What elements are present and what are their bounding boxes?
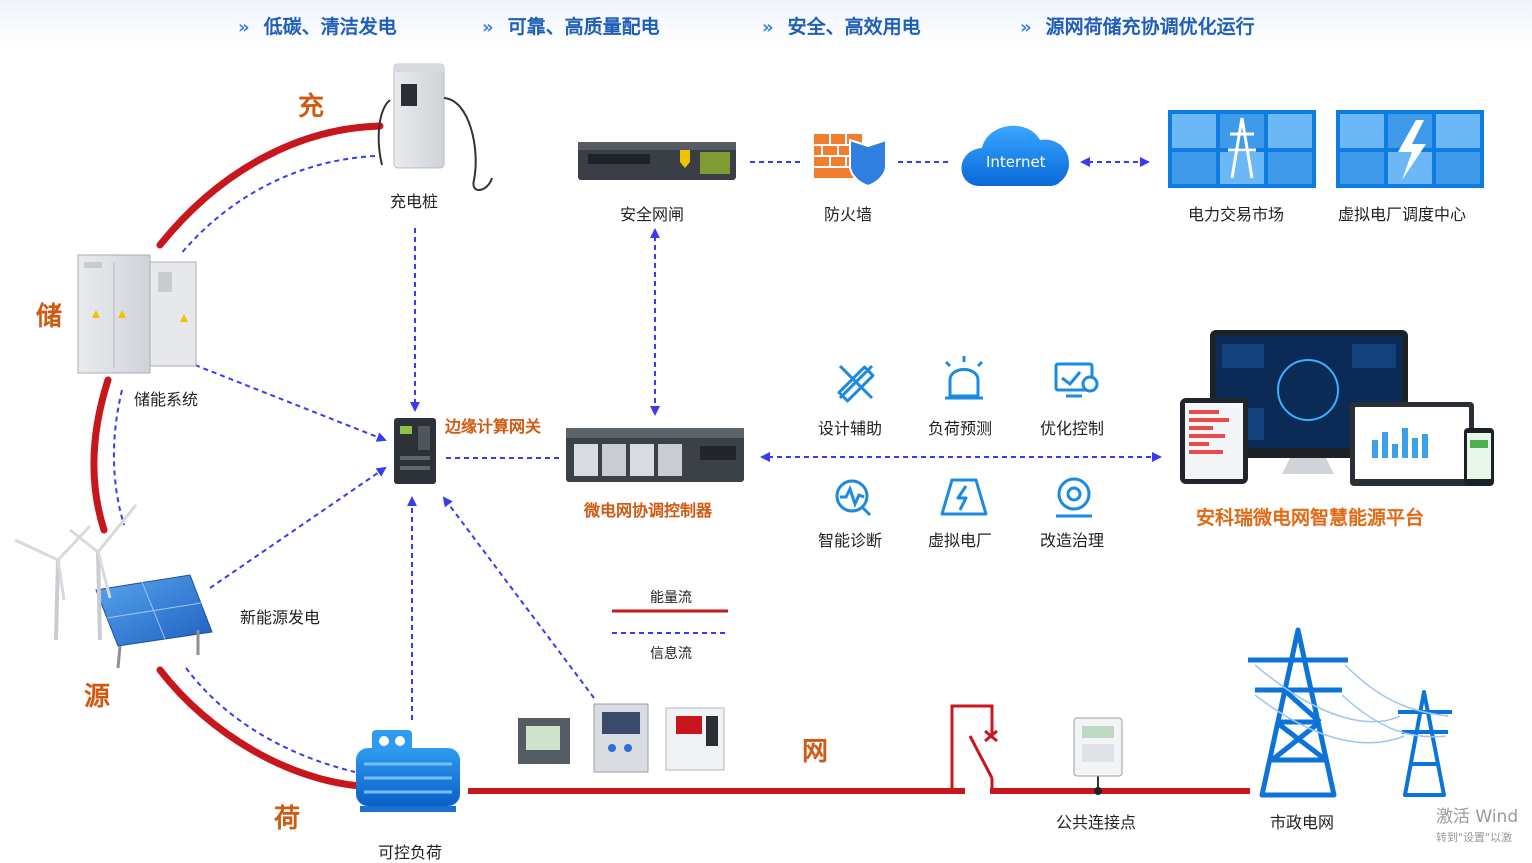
headline-item-3: » 安全、高效用电 (762, 12, 921, 38)
energy-line-charger-storage (156, 122, 384, 249)
label-charger: 充电桩 (390, 192, 439, 211)
function-label: 改造治理 (1040, 531, 1105, 550)
headline-item-1: » 低碳、清洁发电 (238, 12, 397, 38)
header-banner (0, 0, 1532, 46)
label-platform: 安科瑞微电网智慧能源平台 (1196, 507, 1425, 529)
energy-bus (468, 704, 1250, 794)
pcc-meter-icon (1073, 717, 1123, 777)
label-firewall: 防火墙 (824, 205, 873, 224)
microgrid-controller-icon (566, 428, 744, 482)
charging-pile-icon (377, 63, 493, 191)
label-pcc: 公共连接点 (1056, 813, 1137, 832)
char-chu: 储 (36, 302, 63, 332)
function-label: 设计辅助 (818, 419, 883, 438)
label-internet: Internet (986, 153, 1046, 171)
alarm-light-icon (944, 356, 984, 400)
label-controller: 微电网协调控制器 (584, 501, 713, 520)
function-label: 优化控制 (1040, 419, 1105, 438)
storage-cabinet-icon (77, 254, 197, 374)
diagnosis-wave-icon (835, 479, 872, 517)
label-grid: 市政电网 (1270, 813, 1335, 832)
platform-devices-icon (1180, 330, 1494, 486)
internet-cloud-icon (961, 125, 1070, 186)
label-renewable: 新能源发电 (240, 608, 321, 627)
char-chong: 充 (298, 92, 325, 122)
label-gateway-security: 安全网闸 (620, 205, 685, 224)
vpp-screen-icon (1336, 110, 1484, 188)
firewall-icon (814, 134, 887, 188)
activation-watermark: 激活 Wind (1436, 807, 1519, 827)
monitor-gear-icon (1054, 362, 1099, 398)
headline-text: 低碳、清洁发电 (263, 16, 397, 38)
chevron-right-icon: » (762, 17, 774, 38)
chevron-right-icon: » (482, 17, 494, 38)
char-he: 荷 (274, 804, 301, 834)
label-market: 电力交易市场 (1188, 205, 1285, 224)
energy-line-storage-renewable (90, 376, 112, 534)
function-label: 虚拟电厂 (928, 531, 993, 550)
info-arrows (194, 157, 1162, 720)
function-label: 智能诊断 (818, 531, 883, 550)
legend-energy-label: 能量流 (650, 590, 692, 606)
label-vpp-center: 虚拟电厂调度中心 (1338, 205, 1467, 224)
security-gateway-icon (578, 142, 736, 180)
label-storage: 储能系统 (134, 390, 199, 409)
solar-wind-icon (14, 504, 213, 669)
meter-devices-icon (518, 703, 725, 773)
market-screen-icon (1168, 110, 1316, 188)
legend (612, 609, 728, 634)
motor-load-icon (356, 730, 460, 812)
headline-text: 源网荷储充协调优化运行 (1045, 16, 1255, 38)
activation-watermark-sub: 转到"设置"以激 (1436, 831, 1513, 844)
energy-line-renewable-load (156, 666, 364, 790)
chevron-right-icon: » (1020, 17, 1032, 38)
info-line-charger-storage (179, 155, 376, 256)
headline-text: 安全、高效用电 (787, 16, 921, 38)
transmission-tower-icon (1248, 627, 1452, 798)
info-line-storage-renewable (113, 389, 125, 526)
info-flow-arcs (113, 155, 376, 773)
ruler-pencil-icon (837, 364, 875, 403)
chevron-right-icon: » (238, 17, 250, 38)
edge-gateway-device-icon (394, 418, 436, 484)
char-yuan: 源 (84, 682, 111, 712)
energy-flow-arcs (90, 122, 384, 790)
label-load: 可控负荷 (378, 843, 443, 862)
gear-person-icon (1056, 477, 1092, 518)
function-label: 负荷预测 (928, 419, 993, 438)
headline-text: 可靠、高质量配电 (507, 16, 660, 38)
label-edge-gateway: 边缘计算网关 (445, 417, 542, 436)
legend-info-label: 信息流 (650, 646, 692, 662)
char-wang: 网 (802, 737, 829, 767)
virtual-plant-icon (940, 478, 988, 516)
headline-item-4: » 源网荷储充协调优化运行 (1020, 12, 1255, 38)
headline-item-2: » 可靠、高质量配电 (482, 12, 660, 38)
